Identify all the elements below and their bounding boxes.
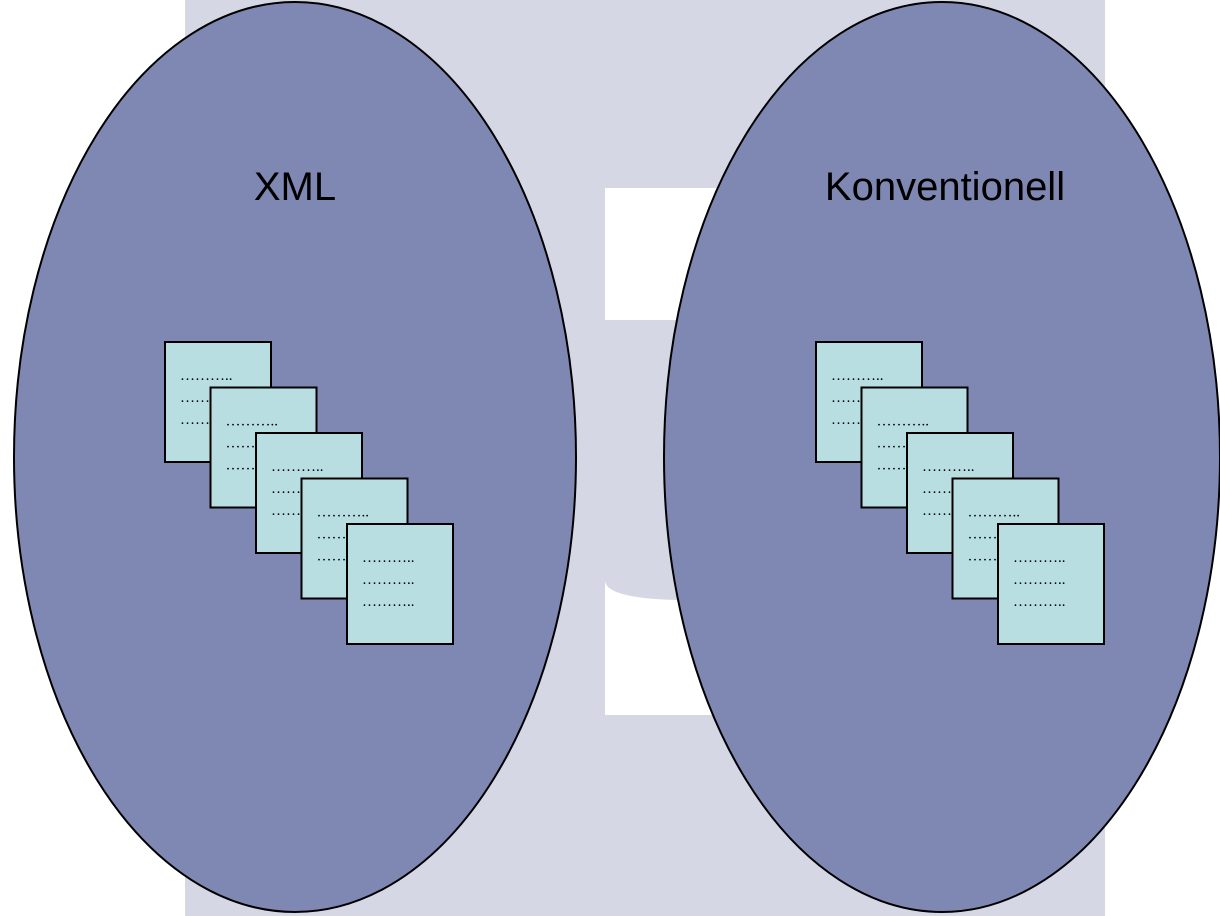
- document-text-line: ………..: [922, 459, 975, 475]
- document-text-line: ………..: [1013, 594, 1066, 610]
- konventionell-group-label: Konventionell: [825, 165, 1065, 209]
- document-text-line: ………..: [1013, 550, 1066, 566]
- document-text-line: ………..: [877, 414, 930, 430]
- document-text-line: ………..: [317, 505, 370, 521]
- document-text-line: ………..: [271, 459, 324, 475]
- konventionell-group: Konventionell ………..………..………..………..………..……: [663, 1, 1220, 913]
- document-text-line: ………..: [968, 505, 1021, 521]
- document-sheet-page: [346, 523, 454, 645]
- document-text-line: ………..: [226, 414, 279, 430]
- document-sheet: ……….. ……….. ………..: [346, 523, 454, 645]
- document-text-line: ………..: [362, 594, 415, 610]
- xml-document-stack: ………..………..………..………..………..………..………..………..…: [164, 341, 454, 645]
- xml-group: XML ………..………..………..………..………..………..………..……: [13, 1, 577, 913]
- konventionell-document-stack: ………..………..………..………..………..………..………..………..…: [815, 341, 1105, 645]
- document-sheet: ……….. ……….. ………..: [997, 523, 1105, 645]
- document-text-line: ………..: [831, 368, 884, 384]
- document-text-line: ………..: [362, 550, 415, 566]
- xml-group-label: XML: [254, 165, 336, 209]
- document-text-line: ………..: [362, 572, 415, 588]
- document-sheet-page: [997, 523, 1105, 645]
- document-text-line: ………..: [1013, 572, 1066, 588]
- document-text-line: ………..: [180, 368, 233, 384]
